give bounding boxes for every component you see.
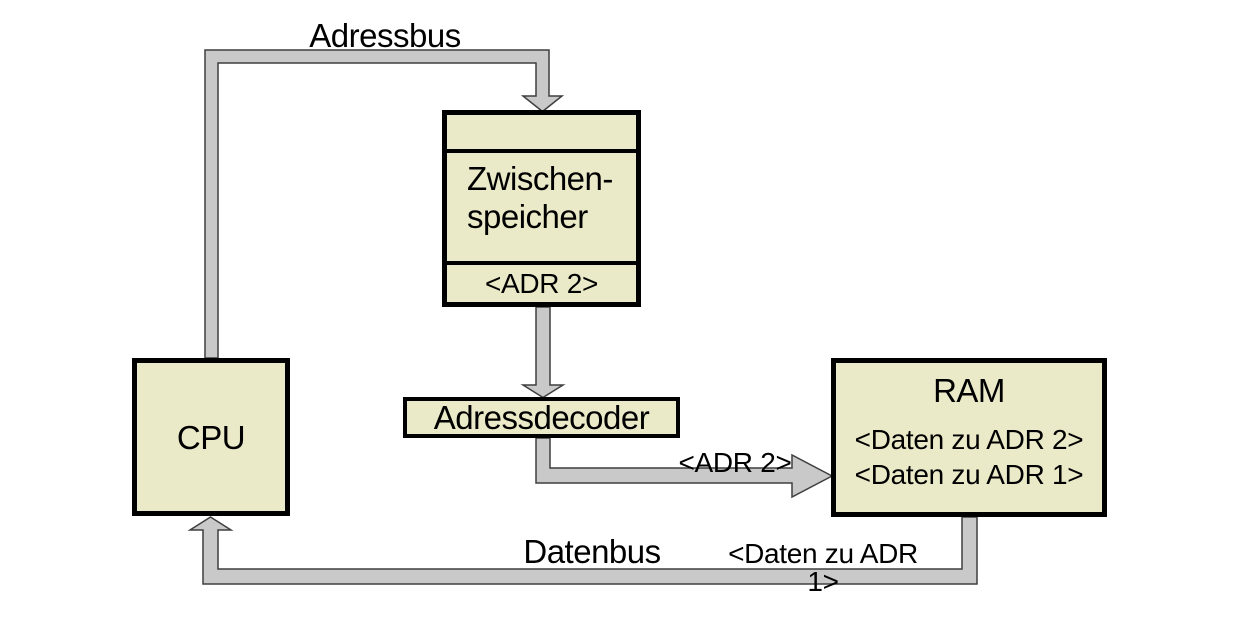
buffer-empty-slot <box>447 115 636 153</box>
decoder-label: Adressdecoder <box>433 399 650 436</box>
ram-contents: <Daten zu ADR 2> <Daten zu ADR 1> <box>836 422 1102 492</box>
buffer-label: Zwischen- speicher <box>447 153 636 265</box>
data-bus-label: Datenbus <box>523 533 661 570</box>
ram-label: RAM <box>933 372 1005 409</box>
buffer-label-line1: Zwischen- <box>467 160 613 197</box>
ram-box: RAM <Daten zu ADR 2> <Daten zu ADR 1> <box>831 358 1107 517</box>
decoder-bus-payload-label: <ADR 2> <box>678 447 792 478</box>
cpu-label: CPU <box>176 418 246 456</box>
buffer-address-slot: <ADR 2> <box>447 265 636 302</box>
data-bus-pipe-arrow-icon <box>187 516 978 585</box>
buffer-box: Zwischen- speicher <ADR 2> <box>442 110 641 307</box>
data-bus-payload-label: <Daten zu ADR 1> <box>728 538 918 597</box>
ram-data-row-adr2: <Daten zu ADR 2> <box>854 424 1084 455</box>
address-bus-label: Adressbus <box>309 17 461 54</box>
ram-data-row-adr1: <Daten zu ADR 1> <box>854 459 1084 490</box>
buffer-address-value: <ADR 2> <box>484 267 599 299</box>
cpu-box: CPU <box>132 358 290 516</box>
buffer-to-decoder-arrow-icon <box>520 306 566 399</box>
decoder-box: Adressdecoder <box>403 397 680 438</box>
address-bus-pipe-arrow-icon <box>204 49 565 359</box>
decoder-to-ram-arrow-icon <box>535 437 834 499</box>
buffer-label-line2: speicher <box>467 198 588 235</box>
